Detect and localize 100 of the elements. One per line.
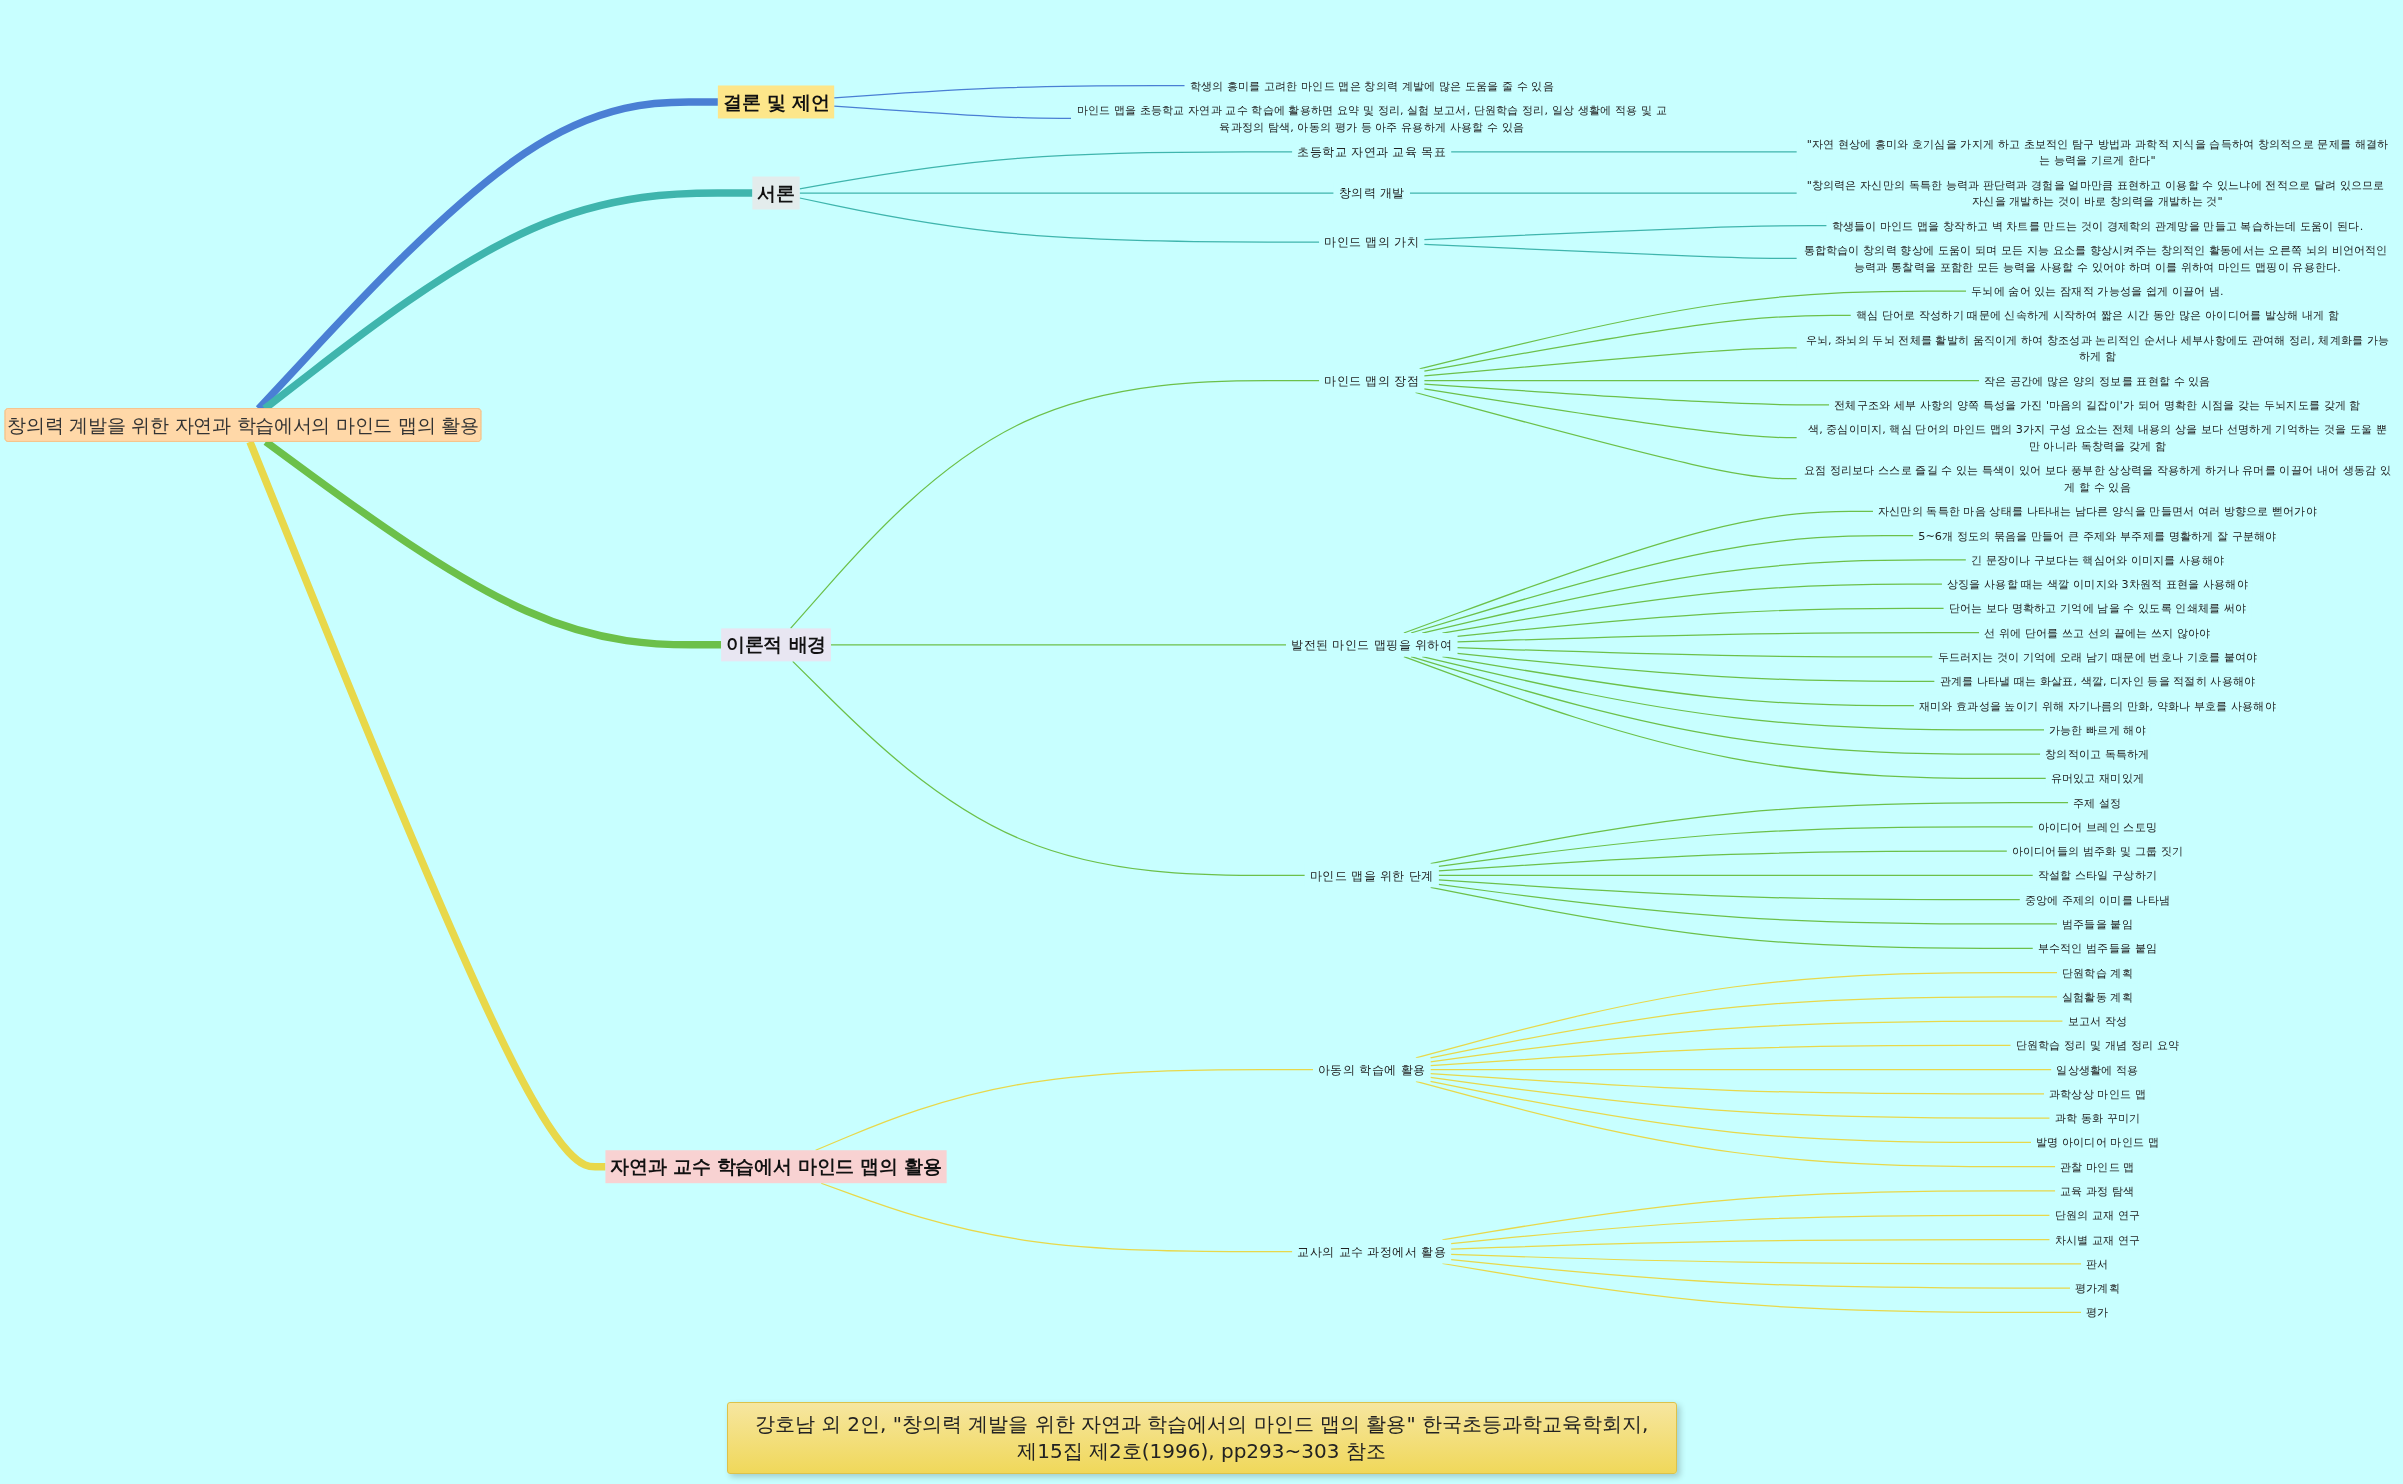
node-text: 두드러지는 것이 기억에 오래 남기 때문에 번호나 기호를 붙여야 [1937,650,2258,664]
connector [1423,225,1828,241]
node-text: 5~6개 정도의 묶음을 만들어 큰 주제와 부주제를 명활하게 잘 구분해야 [1918,529,2277,543]
connector [1450,1253,2082,1265]
connector [1438,879,2021,901]
node-text: 부수적인 범주들을 붙임 [2037,941,2157,955]
node-text: 판서 [2086,1257,2109,1271]
connector [1423,383,1830,406]
connector [1456,607,1945,637]
node-text: 작설할 스타일 구상하기 [2037,868,2157,882]
node-text: "자연 현상에 흥미와 호기심을 가지게 하고 초보적인 탐구 방법과 과학적 지식을 습득하여 창의적으로 문제를 해결하는 능력을 기르게 한다" [1806,136,2389,167]
connector [1430,802,2069,865]
node-text: 유머있고 재미있게 [2050,771,2145,785]
node-text: 단원학습 계획 [2062,966,2133,980]
node-text: 가능한 빠르게 해야 [2049,723,2146,737]
node-text: 아동의 학습에 활용 [1317,1062,1426,1078]
node-text: 단원학습 정리 및 개념 정리 요약 [2015,1038,2180,1052]
connector [1450,1259,2071,1289]
node-text: 자신만의 독특한 마음 상태를 나타내는 남다른 양식을 만들면서 여러 방향으로 뻗어가야 [1877,504,2317,518]
connector [1429,1076,2051,1119]
connector [1423,243,1798,259]
connector [1450,1238,2051,1250]
node-text: 창의력 개발 [1338,185,1405,201]
connector [1429,1072,2045,1095]
node-text: 두뇌에 숨어 있는 잠재적 가능성을 쉽게 이끌어 냄. [1971,284,2224,298]
node-text: 차시별 교재 연구 [2054,1233,2141,1247]
connector [1430,886,2034,949]
connector [833,105,1072,119]
connector [1429,996,2058,1059]
connector [1429,1044,2012,1067]
connector [1403,510,1874,634]
node-text: 단원의 교재 연구 [2054,1208,2141,1222]
node-text: 선 위에 단어를 쓰고 선의 끝에는 쓰지 않아야 [1984,626,2211,640]
node-text: 평가 [2086,1305,2109,1319]
connector [799,151,1293,190]
connector [830,644,1287,646]
connector [1441,1262,2082,1313]
node-text: 상징을 사용할 때는 색깔 이미지와 3차원적 표현을 사용해야 [1946,577,2248,591]
node-box: 결론 및 제언 [717,85,835,119]
node-text: 우뇌, 좌뇌의 두뇌 전체를 활발히 움직이게 하여 창조성과 논리적인 순서나 세부사항에도 관여해 정리, 체계화를 가능하게 함 [1805,333,2390,363]
connector [1441,583,1943,634]
connector [1423,347,1798,377]
node-text: 교육 과정 탐색 [2060,1184,2135,1198]
node-text: 요점 정리보다 스스로 즐길 수 있는 특색이 있어 보다 풍부한 상상력을 작용하게 하거나 유머를 이끌어 내어 생동감 있게 할 수 있음 [1803,463,2391,494]
node-text: 긴 문장이나 구보다는 핵심어와 이미지를 사용해야 [1970,553,2224,567]
connector [799,197,1320,243]
node-text: 학생들이 마인드 맵을 창작하고 벽 차트를 만드는 것이 경제학의 관계망을 만들고 복습하는데 도움이 된다. [1831,219,2364,233]
connector [1429,1069,2053,1071]
connector [1450,1214,2051,1245]
node-text: 마인드 맵을 위한 단계 [1309,867,1434,883]
connector [792,660,1306,877]
node-text: 단어는 보다 명확하고 기억에 남을 수 있도록 인쇄체를 써야 [1948,601,2247,615]
node-text: 마인드 맵의 가치 [1324,234,1420,250]
node-text: 발전된 마인드 맵핑을 위하여 [1291,637,1453,653]
connector [789,380,1320,629]
connector [799,192,1335,194]
node-text: 과학 동화 꾸미기 [2054,1111,2141,1125]
connector [1429,1080,2032,1144]
node-text: 실험활동 계획 [2062,990,2133,1004]
connector [1415,971,2058,1059]
connector [1423,314,1852,372]
connector [1423,388,1798,439]
connector [1438,874,2034,877]
connector [1409,192,1798,194]
connector [1456,647,1934,658]
connector [1441,656,1915,707]
node-text: 학생의 흥미를 고려한 마인드 맵은 창의력 계발에 많은 도움을 줄 수 있음 [1189,79,1554,93]
node-text: 주제 설정 [2073,796,2122,810]
node-text: 초등학교 자연과 교육 목표 [1297,144,1447,160]
connector [246,440,606,1171]
node-text: 범주들을 붙임 [2062,917,2133,931]
node-text: 핵심 단어로 작성하기 때문에 신속하게 시작하여 짧은 시간 동안 많은 아이디어를 발상해 내게 함 [1855,308,2340,322]
connector [820,1182,1293,1253]
connector [1415,1080,2056,1168]
node-text: 발명 아이디어 마인드 맵 [2036,1135,2159,1149]
connector [1456,632,1980,643]
connector [1429,1020,2064,1063]
connector [1410,535,1914,634]
node-text: 마인드 맵의 장점 [1324,373,1420,389]
connector [814,1069,1314,1151]
connector [1419,290,1967,370]
node-text: 작은 공간에 많은 양의 정보를 표현할 수 있음 [1984,374,2211,388]
connector [1438,850,2008,872]
connector [1414,391,1798,480]
citation-banner: 강호남 외 2인, "창의력 계발을 위한 자연과 학습에서의 마인드 맵의 활용" 한국초등과학교육학회지, 제15집 제2호(1996), pp293~303 참조 [726,1402,1677,1474]
node-text: 관찰 마인드 맵 [2060,1160,2135,1174]
node-text: 창의적이고 독특하게 [2045,747,2150,761]
node-text: 평가계획 [2075,1281,2120,1295]
node-text: 마인드 맵을 초등학교 자연과 교수 학습에 활용하면 요약 및 정리, 실험 보고서, 단원학습 정리, 일상 생활에 적용 및 교육과정의 탐색, 아동의 평가 등 아주 유용하게 사용할 수 있음 [1076,103,1667,134]
node-text: 관계를 나타낼 때는 화살표, 색깔, 디자인 등을 적절히 사용해야 [1939,674,2256,688]
node-box: 서론 [752,176,800,210]
node-text: 색, 중심이미지, 핵심 단어의 마인드 맵의 3가지 구성 요소는 전체 내용의 상을 보다 선명하게 기억하는 것을 도울 뿐만 아니라 독창력을 갖게 함 [1807,422,2387,453]
connector [833,85,1186,99]
node-text: "창의력은 자신만의 독특한 능력과 판단력과 경험을 얼마만큼 표현하고 이용할 수 있느냐에 전적으로 달려 있으므로 자신을 개발하는 것이 바로 창의력을 개발하는 것" [1806,178,2385,208]
node-text: 통합학습이 창의력 향상에 도움이 되며 모든 지능 요소를 향상시켜주는 창의적인 활동에서는 오른쪽 뇌의 비언어적인 능력과 통찰력을 포함한 모든 능력을 사용할 수 있어야 하며 이를 위하여 마인드 맵핑이 유용한다. [1803,243,2388,274]
node-text: 과학상상 마인드 맵 [2049,1087,2146,1101]
connector [1450,151,1798,153]
connector [1421,559,1967,634]
node-text: 아이디어 브레인 스토밍 [2037,820,2157,834]
node-text: 일상생활에 적용 [2056,1063,2139,1077]
